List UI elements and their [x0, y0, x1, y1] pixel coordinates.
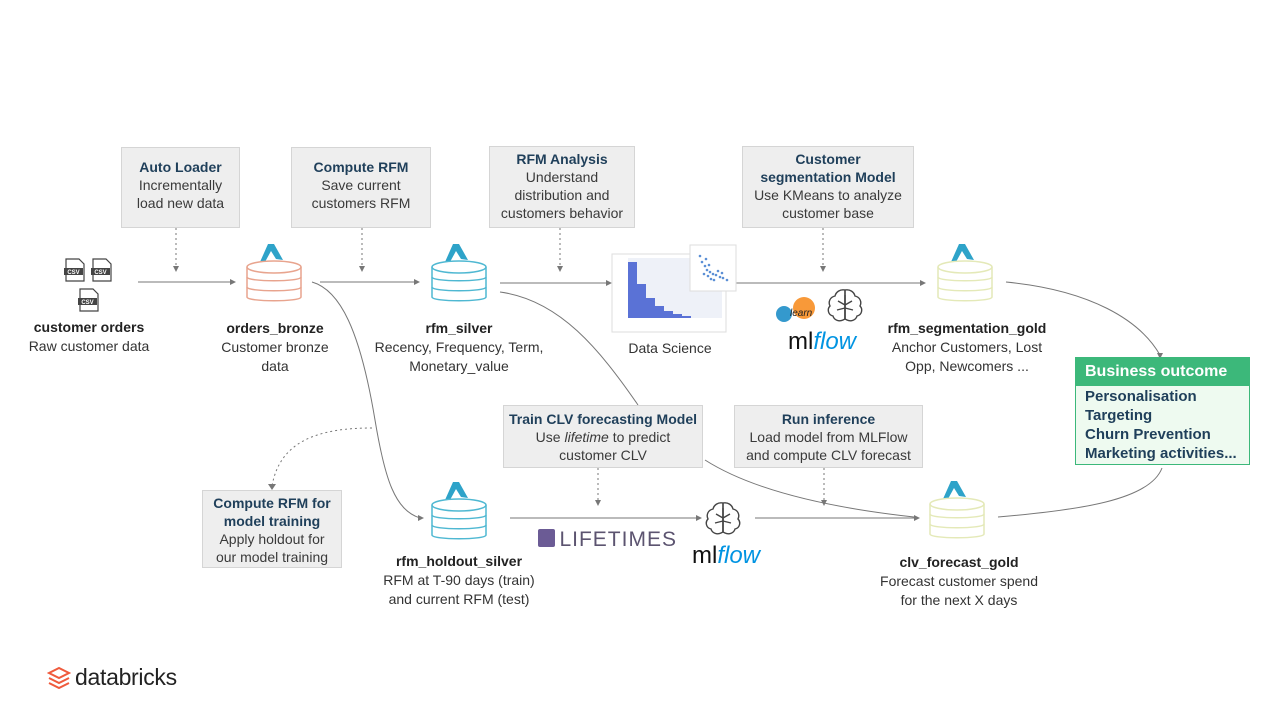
lifetimes-icon [538, 529, 555, 547]
rfm-analysis-desc-1: Understand [525, 169, 599, 185]
compute-rfm-box: Compute RFM Save current customers RFM [291, 147, 431, 228]
segmentation-title-1: Customer [795, 151, 861, 167]
compute-rfm-title: Compute RFM [313, 159, 409, 175]
rfm-analysis-desc-3: customers behavior [500, 205, 624, 221]
run-inference-desc-1: Load model from MLFlow [749, 429, 908, 445]
business-outcome-box: Business outcome Personalisation Targeti… [1075, 357, 1250, 465]
compute-rfm-training-box: Compute RFM for model training Apply hol… [202, 490, 342, 568]
data-science-label: Data Science [628, 340, 712, 356]
csv-label-3: CSV [81, 300, 93, 306]
outcome-item: Churn Prevention [1085, 426, 1211, 443]
train-clv-desc-1: Use lifetime to predict [535, 429, 671, 445]
run-inference-box: Run inference Load model from MLFlow and… [734, 405, 923, 468]
compute-rfm-desc-2: customers RFM [311, 195, 411, 211]
data-science-thumbnail [611, 244, 737, 333]
orders-bronze-table-icon [246, 244, 302, 302]
outcome-item: Targeting [1085, 407, 1153, 424]
segmentation-title-2: segmentation Model [760, 169, 896, 185]
rfm-analysis-desc-2: distribution and [514, 187, 610, 203]
compute-rfm-training-title-2: model training [223, 513, 321, 529]
rfm-analysis-box: RFM Analysis Understand distribution and… [489, 146, 635, 228]
auto-loader-desc-2: load new data [136, 195, 225, 211]
databricks-wordmark: databricks [75, 664, 177, 690]
auto-loader-desc-1: Incrementally [138, 177, 223, 193]
run-inference-title: Run inference [781, 411, 876, 427]
orders-bronze-label: orders_bronze Customer bronze data [221, 320, 329, 374]
train-clv-desc-2: customer CLV [559, 447, 647, 463]
compute-rfm-training-desc-2: our model training [215, 549, 329, 565]
databricks-logo-icon [47, 666, 71, 689]
rfm-segmentation-gold-table-icon [937, 244, 993, 302]
outcome-item: Marketing activities... [1085, 445, 1237, 462]
compute-rfm-desc-1: Save current [321, 177, 401, 193]
auto-loader-box: Auto Loader Incrementally load new data [121, 147, 240, 228]
brain-icon [827, 289, 863, 322]
auto-loader-title: Auto Loader [139, 159, 222, 175]
mlflow-logo: mlflow [692, 542, 761, 569]
compute-rfm-training-desc-1: Apply holdout for [219, 531, 325, 547]
rfm-segmentation-gold-label: rfm_segmentation_gold Anchor Customers, … [887, 320, 1047, 374]
segmentation-model-box: Customer segmentation Model Use KMeans t… [742, 146, 914, 228]
scikit-learn-logo: learn [776, 297, 815, 322]
train-clv-box: Train CLV forecasting Model Use lifetime… [503, 405, 703, 468]
segmentation-desc-2: customer base [782, 205, 874, 221]
csv-file-icons: CSV CSV CSV [64, 258, 112, 312]
csv-label-2: CSV [94, 270, 106, 276]
compute-rfm-training-title-1: Compute RFM for [213, 495, 331, 511]
run-inference-desc-2: and compute CLV forecast [746, 447, 911, 463]
rfm-analysis-title: RFM Analysis [516, 151, 608, 167]
business-outcome-title: Business outcome [1076, 358, 1249, 386]
rfm-silver-label: rfm_silver Recency, Frequency, Term, Mon… [374, 320, 544, 374]
svg-text:learn: learn [790, 308, 813, 319]
rfm-holdout-silver-table-icon [431, 482, 487, 540]
clv-forecast-gold-label: clv_forecast_gold Forecast customer spen… [880, 554, 1038, 608]
rfm-silver-table-icon [431, 244, 487, 302]
segmentation-desc-1: Use KMeans to analyze [754, 187, 902, 203]
customer-orders-label: customer orders Raw customer data [28, 319, 150, 354]
clv-forecast-gold-table-icon [929, 481, 985, 539]
csv-label-1: CSV [67, 270, 79, 276]
brain-icon [705, 502, 741, 535]
train-clv-title: Train CLV forecasting Model [509, 411, 697, 427]
mlflow-logo: mlflow [788, 328, 857, 355]
lifetimes-logo: LIFETIMES [538, 528, 677, 552]
outcome-item: Personalisation [1085, 388, 1197, 405]
rfm-holdout-silver-label: rfm_holdout_silver RFM at T-90 days (tra… [383, 553, 535, 607]
